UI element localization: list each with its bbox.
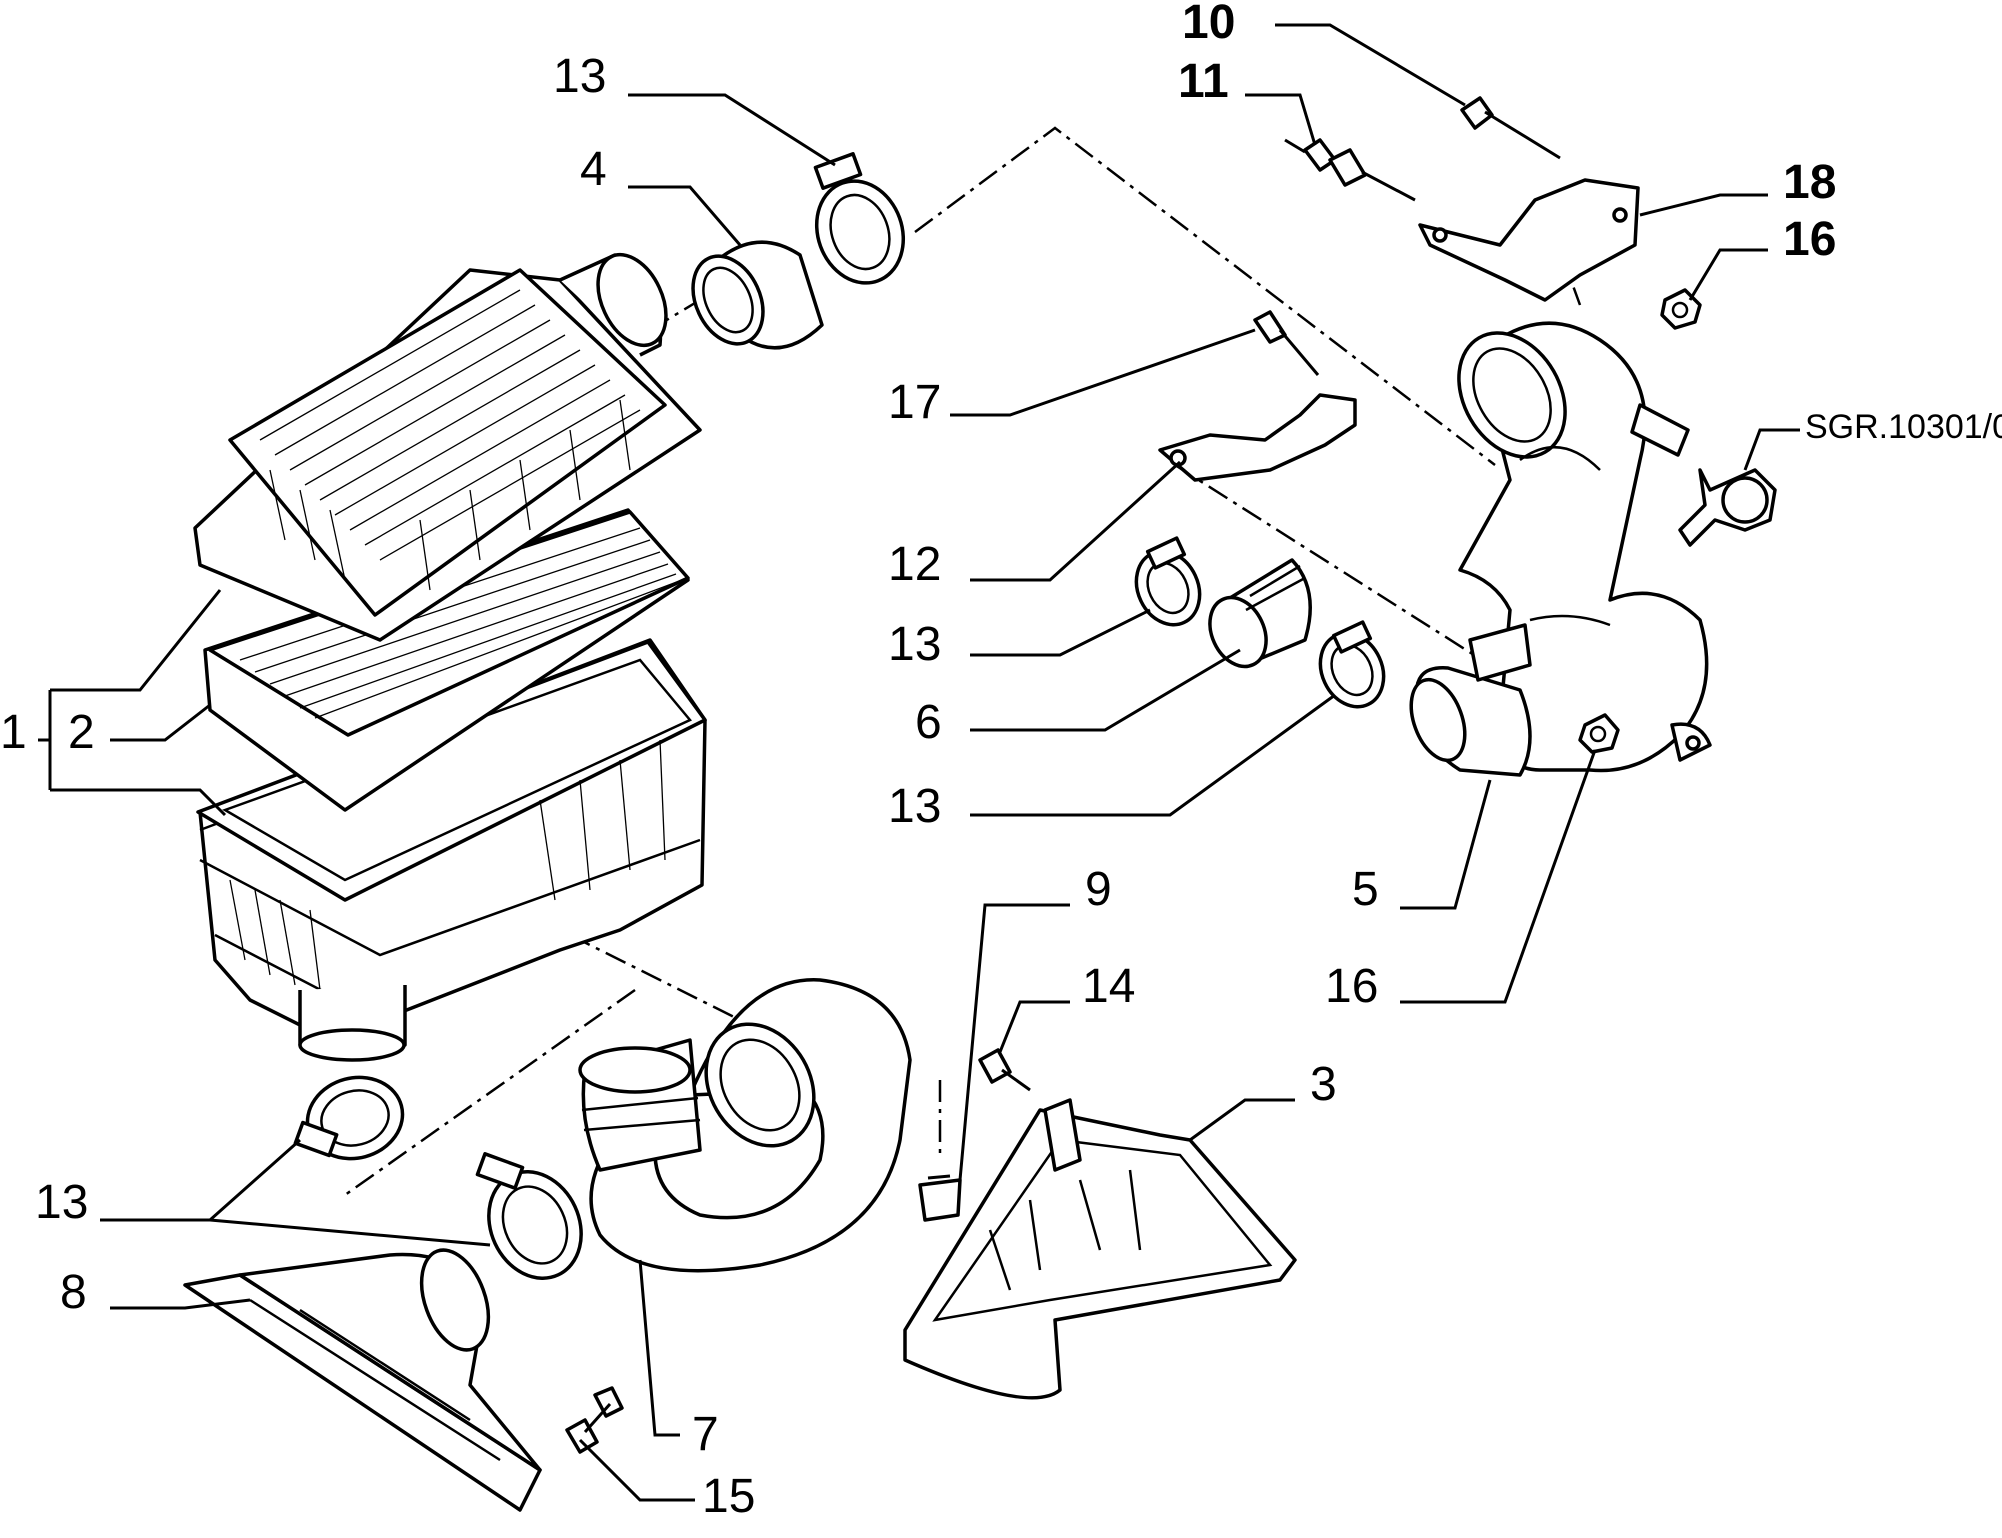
hose-clamp-mid-right xyxy=(1318,620,1386,709)
callout-6: 6 xyxy=(915,696,942,749)
callout-11: 11 xyxy=(1178,55,1229,108)
callout-10: 10 xyxy=(1182,0,1235,49)
nut-16-lower-icon xyxy=(1578,713,1620,754)
callout-17: 17 xyxy=(888,376,941,429)
hose-clamp-bottom-left xyxy=(293,1075,405,1161)
callout-16-lower: 16 xyxy=(1325,960,1378,1013)
callout-4: 4 xyxy=(580,143,607,196)
callout-13: 13 xyxy=(35,1176,88,1229)
callout-13: 13 xyxy=(888,618,941,671)
callout-8: 8 xyxy=(60,1266,87,1319)
callout-12: 12 xyxy=(888,538,941,591)
hose-clamp-bottom-center xyxy=(475,1152,583,1280)
callout-7: 7 xyxy=(692,1408,719,1461)
part-5-intake-duct xyxy=(1409,321,1712,777)
bolt-17-icon xyxy=(1253,310,1320,376)
callout-13: 13 xyxy=(888,780,941,833)
callout-16-top: 16 xyxy=(1783,213,1836,266)
part-7-lower-duct xyxy=(578,978,912,1273)
hose-clamp-top xyxy=(813,152,906,285)
bolt-14-icon xyxy=(978,1048,1031,1092)
callout-9: 9 xyxy=(1085,863,1112,916)
part-4-sleeve xyxy=(691,240,824,350)
part-12-bracket xyxy=(1158,393,1357,482)
reference-code: SGR.10301/01 xyxy=(1805,408,2002,446)
callout-1: 1 xyxy=(0,706,27,759)
callout-3: 3 xyxy=(1310,1058,1337,1111)
part-3-support-bracket xyxy=(903,1098,1297,1400)
filter-pleats xyxy=(239,527,683,719)
part-6-coupling xyxy=(1208,558,1312,669)
vacuum-valve-icon xyxy=(1678,468,1777,547)
bolt-10-icon xyxy=(1460,96,1561,160)
callout-2: 2 xyxy=(68,706,95,759)
cover-ribs xyxy=(259,289,641,591)
callout-13: 13 xyxy=(553,50,606,103)
hose-clamp-mid-left xyxy=(1134,536,1202,627)
callout-5: 5 xyxy=(1352,863,1379,916)
callout-14: 14 xyxy=(1082,960,1135,1013)
part-18-bracket xyxy=(1418,178,1640,302)
callout-18: 18 xyxy=(1783,156,1836,209)
grommet-9-icon xyxy=(918,1174,962,1222)
callout-15: 15 xyxy=(702,1470,755,1523)
part-8-inlet-scoop xyxy=(183,1248,542,1512)
air-filter-box xyxy=(193,252,707,1062)
bolt-15-icon xyxy=(565,1386,624,1454)
leader-lines xyxy=(38,23,1800,1502)
stud-11-icon xyxy=(1284,138,1416,202)
housing-ribs xyxy=(229,739,666,991)
